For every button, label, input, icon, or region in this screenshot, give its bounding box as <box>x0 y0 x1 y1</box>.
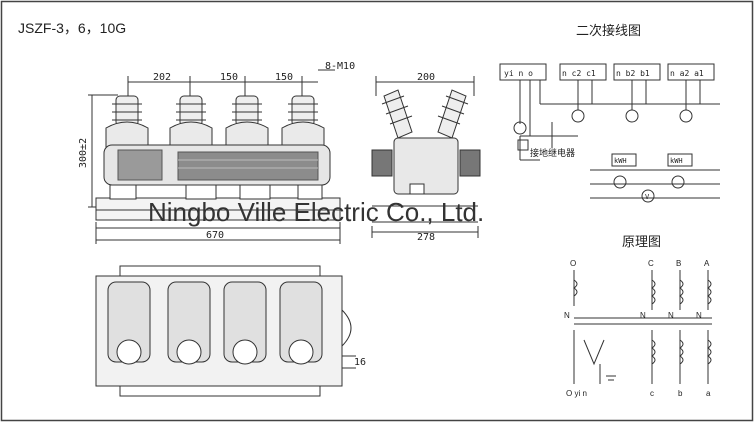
side-view <box>371 76 481 238</box>
model-label: JSZF-3，6，10G <box>18 20 126 36</box>
terminal-group-1: yi n o <box>504 69 533 78</box>
front-height-label: 300±2 <box>78 138 89 168</box>
schem-n-left: N <box>564 311 570 320</box>
terminal-group-3: n b2 b1 <box>616 69 650 78</box>
meter-2-label: kWH <box>670 157 683 165</box>
schem-a-top: A <box>704 259 710 268</box>
schem-a-bot: a <box>706 389 711 398</box>
plan-view <box>95 265 356 397</box>
meter-1-label: kWH <box>614 157 627 165</box>
side-bushing-left <box>381 89 413 139</box>
front-dim-150a: 150 <box>220 72 238 83</box>
relay-label: 接地继电器 <box>530 147 575 159</box>
wiring-diagram <box>499 63 720 203</box>
watermark-text: Ningbo Ville Electric Co., Ltd. <box>148 197 484 227</box>
schem-o-top: O <box>570 259 576 268</box>
schematic-diagram <box>573 270 712 384</box>
front-dim-202: 202 <box>153 72 171 83</box>
schem-c-bot: c <box>650 389 654 398</box>
side-top-dim: 200 <box>417 72 435 83</box>
side-bottom-dim: 278 <box>417 232 435 243</box>
front-width-label: 670 <box>206 230 224 241</box>
schem-b-top: B <box>676 259 681 268</box>
schem-c-top: C <box>648 259 654 268</box>
front-view <box>88 69 341 244</box>
voltmeter-label: V <box>645 193 650 201</box>
schem-bottom-labels: O yi n <box>566 389 587 398</box>
schem-n-mid1: N <box>640 311 646 320</box>
schem-n-right: N <box>696 311 702 320</box>
schem-b-bot: b <box>678 389 683 398</box>
side-bushing-right <box>437 89 469 139</box>
front-bolt-label: 8-M10 <box>325 61 355 72</box>
plan-dim-16: 16 <box>354 357 366 368</box>
front-dim-150b: 150 <box>275 72 293 83</box>
schematic-title: 原理图 <box>622 235 661 250</box>
wiring-title: 二次接线图 <box>576 23 641 39</box>
terminal-group-2: n c2 c1 <box>562 69 596 78</box>
schem-n-mid2: N <box>668 311 674 320</box>
terminal-group-4: n a2 a1 <box>670 69 704 78</box>
